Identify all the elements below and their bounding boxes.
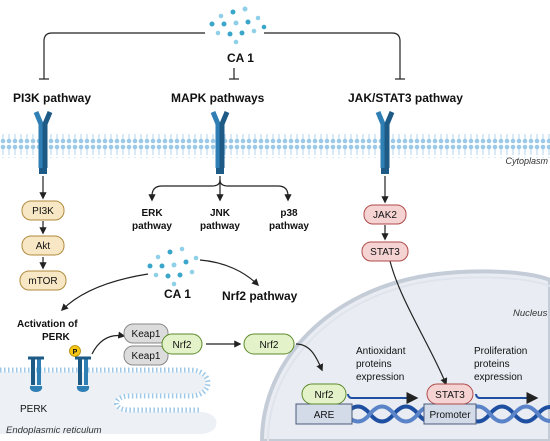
akt-node-label: Akt (36, 241, 51, 252)
receptor-pi3k (33, 111, 53, 174)
stat3-nucleus-node: STAT3 (426, 383, 474, 405)
mapk-branch-arrows (148, 176, 292, 202)
nrf2-nucleus-node: Nrf2 (301, 383, 347, 405)
proliferation-line2: proteins (474, 359, 510, 370)
perk-inactive (28, 356, 44, 392)
cytoplasm-label: Cytoplasm (505, 156, 548, 166)
nrf2-free-node: Nrf2 (243, 333, 295, 355)
middle-arrows (60, 259, 260, 312)
receptor-jakstat (375, 111, 395, 174)
perk-activation-line1: Activation of (17, 319, 78, 330)
jak2-node-label: JAK2 (373, 210, 397, 221)
drug-cluster-top (209, 6, 267, 45)
nrf2-to-nucleus-arrow (295, 343, 324, 372)
phospho-label: P (73, 349, 78, 356)
erk-label-2: pathway (132, 221, 172, 232)
p38-label-1: p38 (280, 208, 298, 219)
nrf2-free-label: Nrf2 (260, 340, 279, 351)
akt-node: Akt (21, 235, 65, 256)
mtor-node: mTOR (19, 270, 67, 291)
plasma-membrane (0, 134, 550, 158)
promoter-label: Promoter (429, 410, 471, 421)
are-transcription-arrow (347, 392, 419, 404)
keap1-bottom-label: Keap1 (132, 351, 161, 362)
pathway-title-pi3k: PI3K pathway (13, 91, 91, 105)
receptor-mapk (210, 111, 230, 174)
keap1-bottom-node: Keap1 (123, 345, 169, 366)
promoter-element: Promoter (423, 403, 477, 425)
are-element: ARE (295, 403, 353, 425)
drug-label-top: CA 1 (227, 51, 254, 65)
keap1-top-label: Keap1 (132, 329, 161, 340)
inhibition-lines-top (39, 32, 405, 80)
pathway-title-mapk: MAPK pathways (171, 91, 265, 105)
stat3-node: STAT3 (361, 241, 409, 262)
perk-label: PERK (20, 404, 48, 415)
jak-chain (381, 176, 448, 386)
promoter-transcription-arrow (475, 392, 539, 404)
nrf2-pathway-label: Nrf2 pathway (222, 289, 298, 303)
are-label: ARE (314, 410, 335, 421)
perk-active (69, 345, 91, 392)
phospho-icon (69, 345, 81, 357)
pi3k-node: PI3K (21, 200, 65, 221)
nucleus-label: Nucleus (513, 308, 548, 319)
perk-activation-line2: PERK (42, 332, 71, 343)
nrf2-complex-label: Nrf2 (173, 340, 192, 351)
keap1-top-node: Keap1 (123, 323, 169, 344)
stat3-node-label: STAT3 (370, 247, 400, 258)
nrf2-nucleus-label: Nrf2 (315, 390, 334, 401)
p38-label-2: pathway (269, 221, 309, 232)
endoplasmic-reticulum: Endoplasmic reticulum (0, 367, 217, 436)
drug-label-middle: CA 1 (164, 287, 191, 301)
drug-cluster-middle (147, 246, 199, 287)
nrf2-complex-node: Nrf2 (161, 333, 203, 355)
antioxidant-line3: expression (356, 372, 404, 383)
proliferation-line1: Proliferation (474, 346, 527, 357)
perk-to-keap-arrow (91, 331, 126, 355)
antioxidant-line1: Antioxidant (356, 346, 406, 357)
jnk-label-1: JNK (210, 208, 231, 219)
erk-label-1: ERK (141, 208, 163, 219)
jnk-label-2: pathway (200, 221, 240, 232)
er-label: Endoplasmic reticulum (6, 425, 102, 436)
proliferation-line3: expression (474, 372, 522, 383)
jak2-node: JAK2 (363, 204, 407, 225)
pi3k-node-label: PI3K (32, 206, 54, 217)
pathway-title-jakstat: JAK/STAT3 pathway (348, 91, 463, 105)
stat3-nucleus-label: STAT3 (435, 390, 465, 401)
mtor-node-label: mTOR (28, 276, 57, 287)
antioxidant-line2: proteins (356, 359, 392, 370)
